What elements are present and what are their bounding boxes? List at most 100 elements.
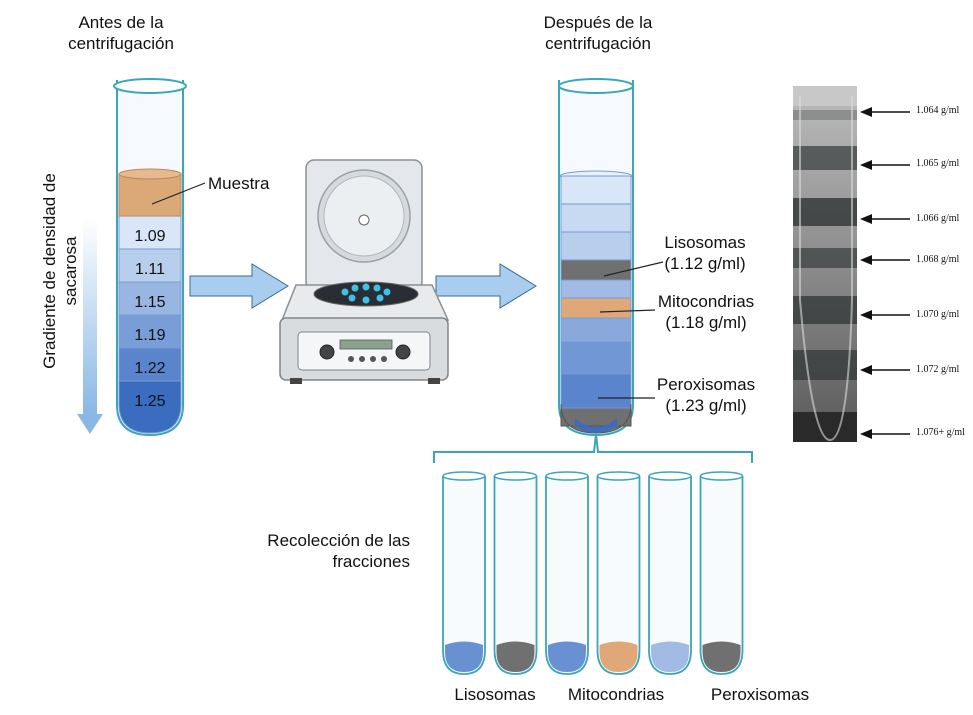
band-density: (1.12 g/ml) (664, 254, 746, 273)
density-arrow (860, 429, 910, 439)
density-arrow-head (860, 310, 872, 320)
collection-tube-glass (648, 476, 692, 675)
band-name: Lisosomas (664, 233, 746, 252)
gradient-axis-label: Gradiente de densidad de sacarosa (39, 121, 81, 421)
collection-tube-rim (699, 471, 744, 481)
photo-density-label: 1.065 g/ml (916, 158, 960, 169)
gradient-photo (793, 86, 857, 442)
density-arrow (860, 365, 910, 375)
photo-arrows (860, 107, 910, 439)
collection-fraction (651, 641, 689, 672)
density-arrow-head (860, 255, 872, 265)
band-label-peroxisomes: Peroxisomas (1.23 g/ml) (648, 374, 764, 416)
after-layer (560, 175, 632, 205)
photo-density-label: 1.068 g/ml (916, 254, 960, 265)
title-after: Después de la centrifugación (518, 12, 678, 54)
collection-title-line1: Recolección de las (267, 531, 410, 550)
gradient-value: 1.15 (134, 294, 166, 311)
collection-tube-rim (442, 471, 486, 481)
density-arrow-head (860, 214, 872, 224)
collection-tube-glass (493, 476, 538, 675)
gradient-layer (118, 380, 182, 434)
density-arrow-head (860, 160, 872, 170)
tube-after (558, 78, 664, 437)
gradient-axis-line1: Gradiente de densidad de (40, 173, 59, 369)
density-arrow (860, 255, 910, 265)
collection-tube (648, 471, 692, 675)
collection-label-mitochondria: Mitocondrias (567, 685, 665, 704)
collection-tube-rim (545, 471, 589, 481)
after-layer (560, 373, 632, 409)
photo-density-label: 1.070 g/ml (916, 309, 960, 320)
centrifuge (279, 159, 450, 384)
title-before: Antes de la centrifugación (46, 12, 196, 54)
collection-fraction (548, 641, 586, 672)
tube-before (113, 78, 206, 437)
density-arrow-head (860, 365, 872, 375)
title-before-line2: centrifugación (68, 34, 174, 53)
arrow-to-result (435, 263, 537, 309)
collection-tube-rim (493, 471, 538, 481)
gradient-axis-line2: sacarosa (61, 236, 80, 306)
after-layer (560, 279, 632, 299)
gradient-layer (118, 314, 182, 349)
collection-label-peroxisomes: Peroxisomas (710, 685, 810, 704)
collection-title-line2: fracciones (332, 552, 410, 571)
arrow-to-centrifuge (189, 263, 289, 309)
collection-tube-glass (699, 476, 744, 675)
after-layer (560, 297, 632, 319)
density-arrow (860, 160, 910, 170)
photo-density-label: 1.076+ g/ml (916, 427, 965, 438)
gradient-value: 1.09 (134, 228, 166, 245)
band-name: Peroxisomas (656, 375, 756, 394)
collection-fraction (496, 641, 535, 672)
gradient-arrow (77, 218, 103, 434)
band-label-mitochondria: Mitocondrias (1.18 g/ml) (648, 291, 764, 333)
after-layer (560, 341, 632, 375)
density-arrow (860, 107, 910, 117)
collection-title: Recolección de las fracciones (220, 530, 410, 572)
collection-tubes (442, 471, 744, 675)
title-after-line1: Después de la (543, 13, 653, 32)
density-arrow (860, 214, 910, 224)
collection-tube-glass (596, 476, 641, 675)
gradient-value: 1.19 (134, 327, 166, 344)
collection-label-lysosomes: Lisosomas (454, 685, 536, 704)
photo-density-label: 1.072 g/ml (916, 364, 960, 375)
after-bottom-tip (575, 418, 617, 433)
collection-tube-rim (596, 471, 641, 481)
band-density: (1.18 g/ml) (665, 313, 747, 332)
after-layer (560, 407, 632, 427)
collection-tube-rim (648, 471, 692, 481)
band-name: Mitocondrias (657, 292, 755, 311)
after-layer (560, 317, 632, 343)
gradient-layer (118, 347, 182, 382)
title-before-line1: Antes de la (78, 13, 164, 32)
gradient-value: 1.11 (135, 261, 165, 278)
collection-fraction (599, 641, 638, 672)
gradient-value: 1.22 (134, 360, 166, 377)
band-density: (1.23 g/ml) (665, 396, 747, 415)
gradient-value: 1.25 (134, 393, 166, 410)
collection-fraction (702, 641, 741, 672)
density-arrow (860, 310, 910, 320)
collection-tube (442, 471, 486, 675)
collection-tube (545, 471, 589, 675)
title-after-line2: centrifugación (545, 34, 651, 53)
collection-tube (493, 471, 538, 675)
band-label-lysosomes: Lisosomas (1.12 g/ml) (650, 232, 760, 274)
collection-fraction (445, 641, 483, 672)
photo-density-label: 1.064 g/ml (916, 105, 960, 116)
gradient-layer (118, 281, 182, 316)
collection-tube-glass (442, 476, 486, 675)
collection-tube-glass (545, 476, 589, 675)
gradient-layer (118, 215, 182, 250)
collection-tube (596, 471, 641, 675)
density-arrow-head (860, 107, 872, 117)
sample-layer (118, 173, 182, 217)
after-layer (560, 203, 632, 233)
density-arrow-head (860, 429, 872, 439)
sample-label: Muestra (208, 174, 270, 193)
after-layer (560, 231, 632, 261)
